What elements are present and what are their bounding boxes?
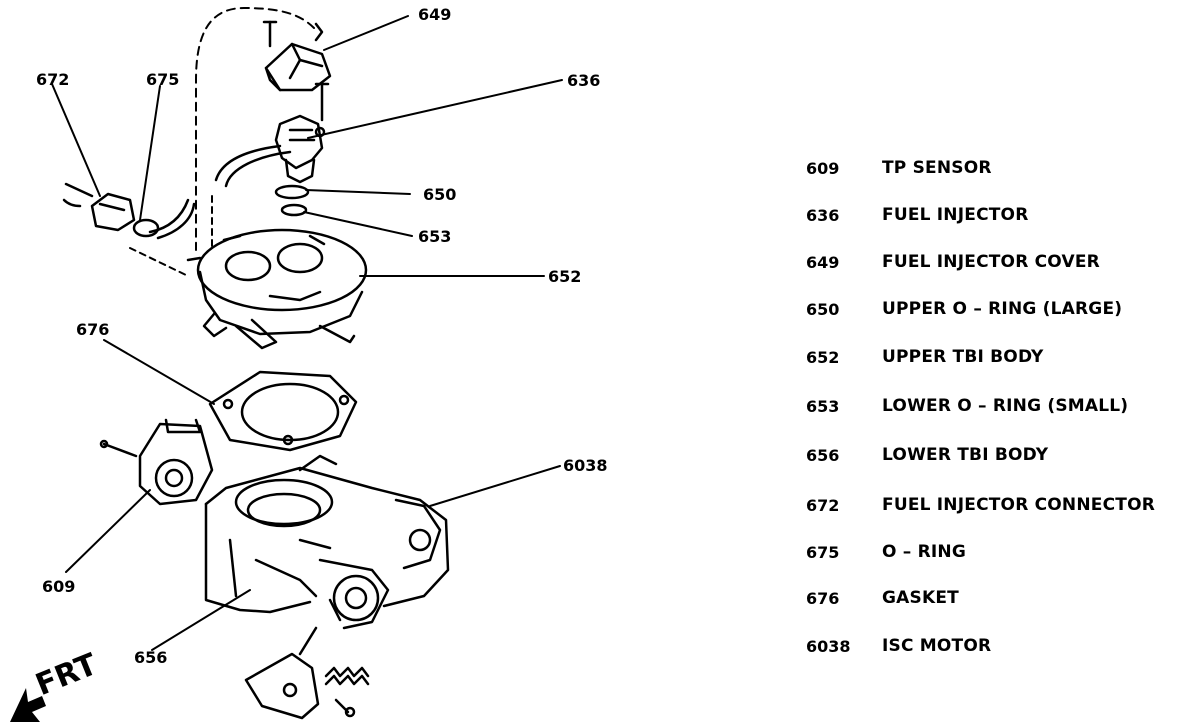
legend-number: 6038 [806, 636, 851, 656]
lower-o-ring-part [280, 203, 308, 217]
legend-number: 656 [806, 445, 840, 465]
legend-part-name: O – RING [882, 542, 966, 562]
legend-number: 653 [806, 396, 840, 416]
callout-650: 650 [423, 185, 457, 204]
fuel-injector-connector-part [62, 182, 136, 232]
legend-row: 649 FUEL INJECTOR COVER [806, 248, 1100, 276]
callout-636: 636 [567, 71, 601, 90]
legend-part-name: FUEL INJECTOR COVER [882, 252, 1100, 272]
legend-number: 609 [806, 158, 840, 178]
tp-sensor-part [99, 418, 214, 506]
legend-row: 609 TP SENSOR [806, 154, 992, 182]
legend-number: 636 [806, 205, 840, 225]
legend-number: 675 [806, 542, 840, 562]
legend-row: 6038 ISC MOTOR [806, 632, 991, 660]
legend-row: 672 FUEL INJECTOR CONNECTOR [806, 491, 1155, 519]
legend-part-name: UPPER O – RING (LARGE) [882, 299, 1123, 319]
legend-row: 656 LOWER TBI BODY [806, 441, 1048, 469]
legend-part-name: FUEL INJECTOR CONNECTOR [882, 495, 1156, 515]
connector-o-ring-part [132, 198, 196, 240]
upper-o-ring-part [274, 184, 310, 200]
legend-part-name: UPPER TBI BODY [882, 347, 1044, 367]
lower-tbi-body-part [204, 454, 450, 630]
fuel-injector-cover-part [262, 20, 332, 92]
legend-number: 672 [806, 495, 840, 515]
gasket-part [208, 370, 358, 452]
legend-part-name: FUEL INJECTOR [882, 205, 1029, 225]
legend-part-name: GASKET [882, 588, 959, 608]
callout-609: 609 [42, 577, 76, 596]
legend-row: 652 UPPER TBI BODY [806, 343, 1044, 371]
callout-653: 653 [418, 227, 452, 246]
legend-row: 675 O – RING [806, 538, 966, 566]
fuel-injector-part [214, 114, 326, 188]
callout-652: 652 [548, 267, 582, 286]
legend-row: 653 LOWER O – RING (SMALL) [806, 392, 1128, 420]
callout-6038: 6038 [563, 456, 608, 475]
legend-row: 676 GASKET [806, 584, 959, 612]
callout-675: 675 [146, 70, 180, 89]
callout-676: 676 [76, 320, 110, 339]
callout-656: 656 [134, 648, 168, 667]
callout-672: 672 [36, 70, 70, 89]
callout-649: 649 [418, 5, 452, 24]
upper-tbi-body-part [186, 228, 368, 350]
small-screw-part [334, 698, 356, 718]
legend-number: 649 [806, 252, 840, 272]
legend-number: 676 [806, 588, 840, 608]
legend-number: 652 [806, 347, 840, 367]
legend-row: 636 FUEL INJECTOR [806, 201, 1029, 229]
legend-part-name: LOWER TBI BODY [882, 445, 1049, 465]
legend-number: 650 [806, 299, 840, 319]
throttle-bracket-part [244, 626, 320, 720]
spring-part [324, 666, 370, 686]
leader-lines [51, 15, 563, 651]
screw-part [314, 82, 330, 122]
legend-row: 650 UPPER O – RING (LARGE) [806, 295, 1122, 323]
legend-part-name: TP SENSOR [882, 158, 992, 178]
legend-part-name: ISC MOTOR [882, 636, 992, 656]
front-arrow-icon [10, 688, 46, 722]
legend-part-name: LOWER O – RING (SMALL) [882, 396, 1129, 416]
